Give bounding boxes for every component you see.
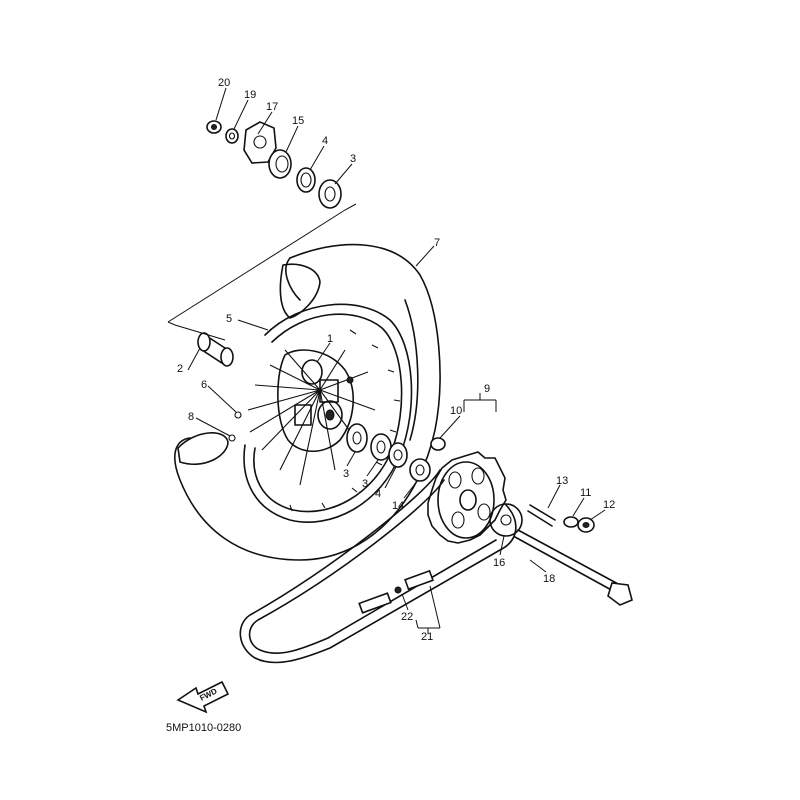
callout-12: 12 [603, 499, 615, 511]
chain-joint [358, 569, 434, 614]
drive-chain [239, 469, 517, 664]
spoke-nipples [228, 411, 242, 442]
adjuster-hardware [527, 504, 595, 533]
callout-10: 10 [450, 405, 462, 417]
callout-2: 2 [177, 363, 183, 375]
callout-22: 22 [401, 611, 413, 623]
callout-6: 6 [201, 379, 207, 391]
callout-9: 9 [484, 383, 490, 395]
collar [197, 332, 234, 367]
figure-code: 5MP1010-0280 [166, 722, 241, 734]
callout-3-hub-right: 3 [362, 478, 368, 490]
callouts: 20 19 17 15 4 3 7 5 1 2 6 8 9 10 3 3 4 1… [177, 77, 615, 643]
callout-13: 13 [556, 475, 568, 487]
axle [514, 529, 633, 606]
callout-4-upper: 4 [322, 135, 328, 147]
callout-19: 19 [244, 89, 256, 101]
leader-lines [167, 87, 606, 634]
callout-5: 5 [226, 313, 232, 325]
callout-3-hub-left: 3 [343, 468, 349, 480]
callout-17: 17 [266, 101, 278, 113]
callout-1: 1 [327, 333, 333, 345]
callout-18: 18 [543, 573, 555, 585]
callout-8: 8 [188, 411, 194, 423]
fwd-arrow: FWD [176, 680, 230, 714]
callout-3-upper: 3 [350, 153, 356, 165]
callout-15: 15 [292, 115, 304, 127]
right-hub-hardware [346, 423, 446, 482]
callout-14: 14 [392, 500, 404, 512]
drive-sprocket [489, 503, 523, 537]
callout-7: 7 [434, 237, 440, 249]
upper-hardware [206, 120, 342, 209]
callout-20: 20 [218, 77, 230, 89]
callout-4-hub: 4 [375, 488, 381, 500]
rear-sprocket [427, 451, 507, 544]
hub [277, 349, 355, 452]
callout-16: 16 [493, 557, 505, 569]
tire [174, 243, 441, 561]
callout-21: 21 [421, 631, 433, 643]
callout-11: 11 [580, 487, 591, 499]
